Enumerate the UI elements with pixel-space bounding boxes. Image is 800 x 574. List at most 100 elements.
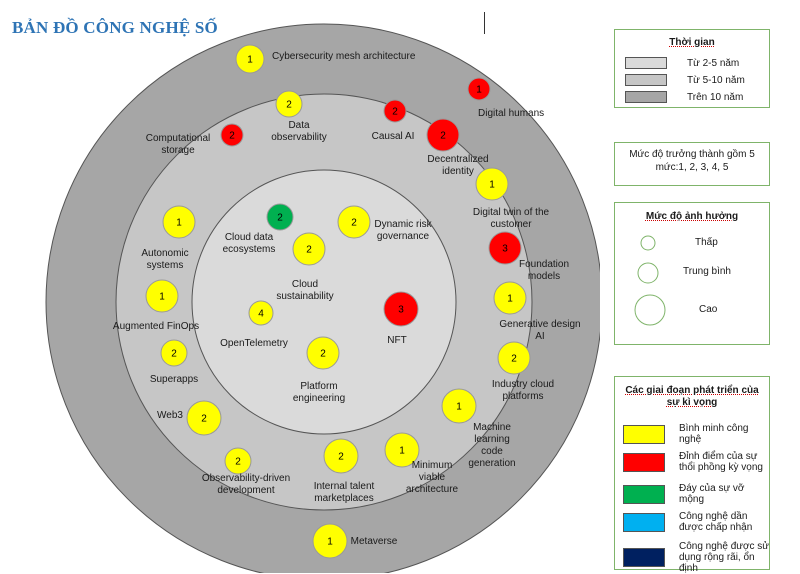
impact-medium-label: Trung bình	[683, 266, 731, 277]
legend-time-item: Trên 10 năm	[625, 91, 743, 103]
legend-stage-swatch	[623, 484, 665, 504]
tech-bubble	[312, 523, 348, 559]
legend-time-panel: Thời gian Từ 2-5 năm Từ 5-10 năm Trên 10…	[614, 29, 770, 108]
tech-maturity-level: 1	[399, 446, 405, 457]
legend-maturity-panel: Mức độ trưởng thành gồm 5 mức:1, 2, 3, 4…	[614, 142, 770, 186]
tech-maturity-level: 1	[456, 402, 462, 413]
impact-circles	[634, 235, 666, 326]
tech-bubble	[475, 167, 509, 201]
tech-label: Causal AI	[372, 131, 415, 142]
legend-stage-swatch	[623, 548, 665, 567]
tech-bubble	[467, 77, 491, 101]
page-title: BẢN ĐỒ CÔNG NGHỆ SỐ	[12, 18, 218, 37]
impact-low-label: Thấp	[695, 237, 718, 248]
legend-impact-heading: Mức độ ảnh hưởng	[645, 211, 739, 222]
tech-maturity-level: 1	[489, 180, 495, 191]
tech-bubble	[497, 341, 531, 375]
tech-maturity-level: 2	[201, 414, 207, 425]
tech-label: Web3	[157, 410, 183, 421]
tech-bubble	[248, 300, 274, 326]
legend-time-item: Từ 5-10 năm	[625, 74, 745, 86]
legend-stage-label: Công nghệ được sử dụng rộng rãi, ổn định	[679, 541, 769, 574]
legend-stage-label: Đáy của sự vỡ mộng	[679, 483, 745, 505]
tech-maturity-level: 2	[171, 349, 177, 360]
tech-bubble	[266, 203, 294, 231]
tech-maturity-level: 1	[176, 218, 182, 229]
tech-label: Metaverse	[351, 536, 398, 547]
legend-stage-label: Bình minh công nghệ	[679, 423, 749, 445]
legend-stage-label: Công nghệ dần được chấp nhận	[679, 511, 753, 533]
tech-maturity-level: 2	[320, 349, 326, 360]
tech-maturity-level: 2	[235, 457, 241, 468]
tech-maturity-level: 2	[511, 354, 517, 365]
tech-maturity-level: 4	[258, 309, 264, 320]
tech-metaverse: 1 Metaverse	[312, 523, 398, 559]
tech-bubble	[292, 232, 326, 266]
legend-stage-panel: Các giai đoạn phát triển của sự kì vọng …	[614, 376, 771, 574]
text-cursor	[484, 12, 485, 34]
legend-time-label: Trên 10 năm	[687, 91, 744, 103]
legend-time-heading: Thời gian	[669, 37, 715, 48]
tech-bubble	[426, 118, 460, 152]
legend-stage-item: Bình minh công nghệ	[623, 423, 769, 445]
tech-maturity-level: 2	[229, 131, 235, 142]
tech-bubble	[145, 279, 179, 313]
legend-time-swatch	[625, 57, 667, 69]
tech-label: Superapps	[150, 374, 198, 385]
tech-bubble	[224, 447, 252, 475]
impact-high-circle	[634, 294, 666, 326]
impact-medium-circle	[637, 262, 659, 284]
legend-stage-heading: Các giai đoạn phát triển của sự kì vọng	[625, 385, 759, 408]
tech-bubble	[337, 205, 371, 239]
tech-bubble	[384, 432, 420, 468]
legend-time-swatch	[625, 91, 667, 103]
tech-bubble	[488, 231, 522, 265]
tech-maturity-level: 2	[392, 107, 398, 118]
legend-time-swatch	[625, 74, 667, 86]
tech-maturity-level: 1	[507, 294, 513, 305]
tech-bubble	[275, 90, 303, 118]
tech-bubble	[160, 339, 188, 367]
tech-bubble	[220, 123, 244, 147]
legend-stage-item: Đỉnh điểm của sự thổi phồng kỳ vọng	[623, 451, 771, 473]
tech-maturity-level: 2	[286, 100, 292, 111]
legend-stage-item: Đáy của sự vỡ mộng	[623, 483, 769, 505]
tech-bubble	[441, 388, 477, 424]
tech-maturity-level: 3	[398, 305, 404, 316]
tech-maturity-level: 1	[327, 537, 333, 548]
impact-low-circle	[640, 235, 656, 251]
tech-label: Augmented FinOps	[113, 321, 199, 332]
tech-maturity-level: 2	[277, 213, 283, 224]
tech-label: Digital humans	[478, 108, 544, 119]
legend-stage-item: Công nghệ dần được chấp nhận	[623, 511, 771, 533]
tech-bubble	[162, 205, 196, 239]
tech-bubble	[493, 281, 527, 315]
tech-maturity-level: 2	[351, 218, 357, 229]
legend-time-label: Từ 5-10 năm	[687, 74, 745, 86]
